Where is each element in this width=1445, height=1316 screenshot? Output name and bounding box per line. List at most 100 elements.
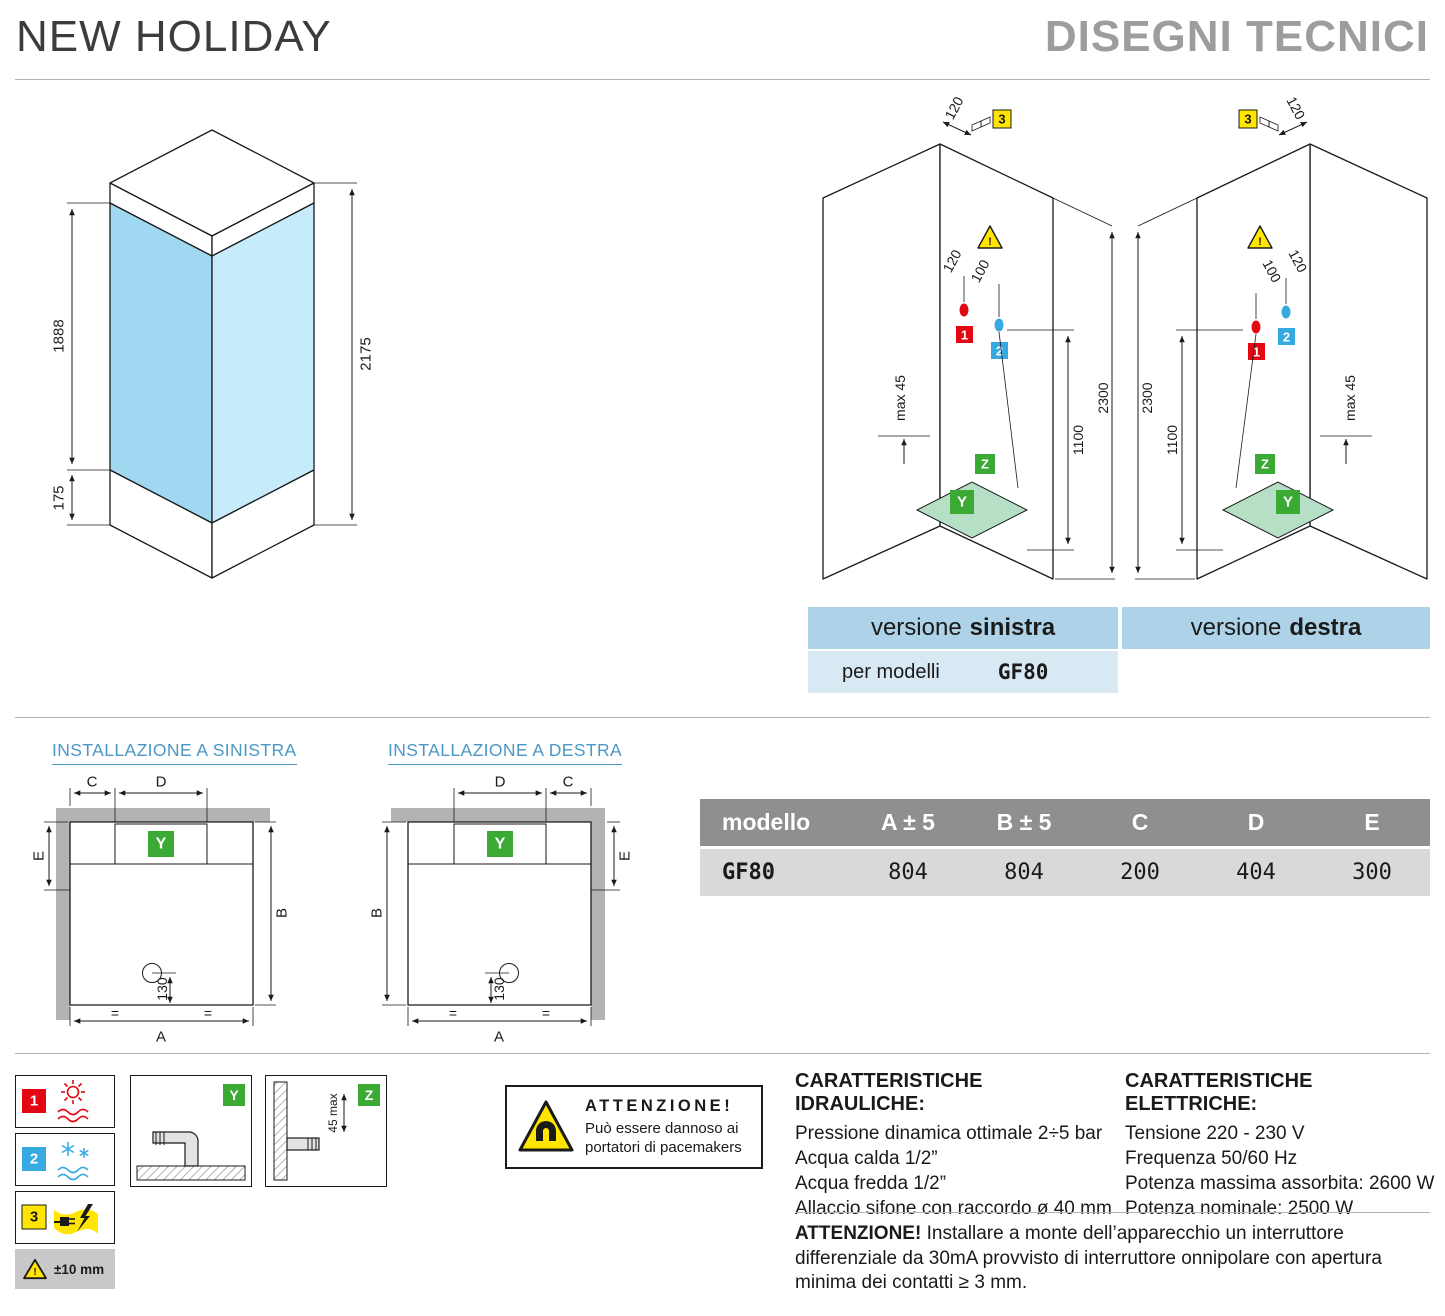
wall-section [273, 1081, 288, 1181]
drain-y-detail: Y [130, 1075, 252, 1187]
svg-text:!: ! [1258, 236, 1262, 248]
svg-text:B: B [369, 908, 386, 918]
svg-text:max 45: max 45 [892, 375, 908, 421]
svg-text:3: 3 [998, 112, 1005, 127]
header-divider [15, 79, 1430, 80]
legend-tolerance: ! ±10 mm [15, 1249, 115, 1289]
cell-d: 404 [1236, 860, 1276, 885]
bottom-divider [15, 1053, 1430, 1054]
hydraulic-line: Allaccio sifone con raccordo ø 40 mm [795, 1198, 1112, 1219]
wall-top [391, 808, 605, 822]
dimensions-table: modello A ± 5 B ± 5 C D E GF80 804 804 2… [700, 799, 1430, 896]
warning-triangle-icon: ! [23, 1258, 47, 1280]
version-left-prefix: versione [870, 614, 962, 641]
svg-text:Z: Z [1261, 457, 1269, 472]
svg-text:2: 2 [1283, 330, 1290, 345]
power-badge [992, 109, 1012, 129]
models-row: per modelli GF80 [808, 651, 1118, 693]
electrical-title: CARATTERISTICHE ELETTRICHE: [1125, 1070, 1313, 1115]
models-label: per modelli [842, 660, 940, 683]
hydraulic-line: Acqua calda 1/2” [795, 1148, 938, 1169]
col-d: D [1247, 809, 1265, 835]
version-right-prefix: versione [1190, 614, 1282, 641]
equal-mark: = [542, 1005, 550, 1021]
wall-left [56, 822, 70, 1020]
cell-b: 804 [1004, 860, 1044, 885]
cabin-body [109, 129, 315, 579]
svg-text:1100: 1100 [1070, 425, 1086, 455]
sun-icon [61, 1080, 85, 1104]
version-left-name: sinistra [969, 614, 1056, 641]
wall-right [591, 822, 605, 1020]
svg-text:C: C [87, 774, 98, 791]
svg-text:1: 1 [1253, 345, 1260, 360]
electrical-line: Potenza nominale: 2500 W [1125, 1198, 1354, 1219]
svg-text:!: ! [33, 1267, 36, 1278]
svg-text:E: E [31, 851, 48, 861]
dim-top-120-label: 120 [1283, 94, 1308, 122]
glass-panel-left [109, 202, 213, 524]
water-waves-icon [57, 1166, 89, 1181]
electrical-line: Tensione 220 - 230 V [1125, 1123, 1305, 1144]
svg-text:Y: Y [957, 494, 967, 511]
equal-mark: = [111, 1005, 119, 1021]
dim-1100: 1100 [1164, 329, 1243, 551]
power-connection: 120 3 [1238, 94, 1309, 136]
unit-y-badge: Y [148, 831, 174, 857]
hot-water-point: 1 [956, 276, 973, 343]
walls [822, 143, 1054, 580]
svg-text:D: D [495, 774, 506, 791]
svg-text:2300: 2300 [1095, 382, 1111, 413]
install-title-left: INSTALLAZIONE A SINISTRA [52, 740, 297, 765]
col-a: A ± 5 [881, 809, 935, 835]
svg-text:Y: Y [156, 836, 167, 853]
svg-text:C: C [563, 774, 574, 791]
hydraulic-specs: CARATTERISTICHE IDRAULICHE: Pressione di… [795, 1070, 1115, 1221]
outlet-icon [1268, 120, 1279, 132]
table-row: GF80 804 804 200 404 300 [700, 849, 1430, 896]
plan-view-destra: Y D C E B 130 [369, 774, 634, 1046]
dim-c: C [550, 774, 592, 806]
warning-triangle-icon: ! [1247, 225, 1273, 249]
col-b: B ± 5 [996, 809, 1052, 835]
dim-45max-label: 45 max [326, 1093, 340, 1132]
svg-text:max 45: max 45 [1342, 375, 1358, 421]
hydraulic-title: CARATTERISTICHE IDRAULICHE: [795, 1070, 983, 1115]
power-badge [1238, 109, 1258, 129]
page-title: NEW HOLIDAY [16, 12, 332, 61]
outlet-icon [971, 120, 982, 132]
dim-max45: max 45 [878, 375, 930, 464]
wall-pipe [286, 1137, 320, 1151]
legend-power: 3 [15, 1191, 115, 1244]
svg-text:Y: Y [495, 836, 506, 853]
floor-section [136, 1165, 246, 1181]
dim-glass-height: 1888 [51, 202, 110, 471]
dim-130: 130 [485, 972, 509, 1003]
dim-top-120-label: 120 [941, 94, 966, 122]
cell-c: 200 [1120, 860, 1160, 885]
y-badge [223, 1084, 245, 1106]
dim-tray-height: 175 [51, 475, 110, 526]
dim-d: D [453, 774, 547, 822]
pacemaker-warning-box: ATTENZIONE! Può essere dannoso ai portat… [505, 1085, 763, 1169]
warning-line1: Può essere dannoso ai [585, 1120, 739, 1137]
svg-text:130: 130 [154, 977, 170, 1001]
glass-panel-right [211, 202, 315, 524]
drain-z-badge: Z [1255, 454, 1275, 474]
dim-e: E [591, 821, 634, 891]
dim-total-height-label: 2175 [358, 337, 375, 370]
table-header-row: modello A ± 5 B ± 5 C D E [700, 799, 1430, 846]
legend-cold-water: 2 [15, 1133, 115, 1186]
svg-text:1: 1 [30, 1093, 38, 1110]
electrical-specs: CARATTERISTICHE ELETTRICHE: Tensione 220… [1125, 1070, 1435, 1221]
mid-divider [15, 717, 1430, 718]
dim-max45: max 45 [1320, 375, 1372, 464]
dim-2300: 2300 [1052, 197, 1115, 580]
drain-z-badge: Z [975, 454, 995, 474]
warning-triangle-icon: ! [977, 225, 1003, 249]
legend-hot-water: 1 [15, 1075, 115, 1128]
svg-text:Z: Z [365, 1087, 374, 1103]
dim-d: D [119, 774, 208, 822]
svg-text:2: 2 [30, 1151, 38, 1168]
pipe-threads [155, 1132, 165, 1145]
